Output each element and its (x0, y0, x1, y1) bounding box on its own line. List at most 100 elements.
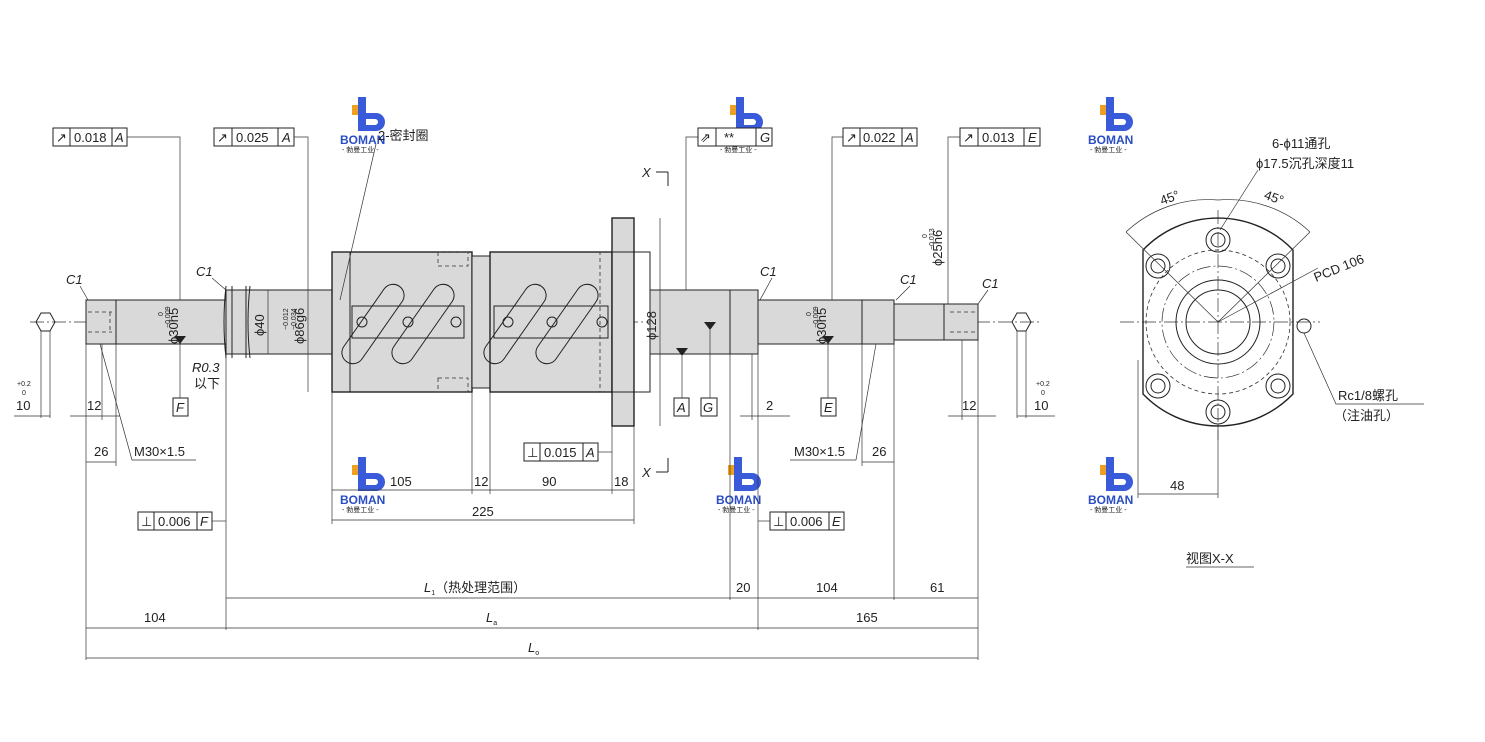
svg-text:↗: ↗ (56, 130, 67, 145)
dim-la: La (486, 610, 497, 627)
svg-text:⊥: ⊥ (773, 514, 784, 529)
dim-lines (14, 331, 1055, 660)
watermark-sub: - 勃曼工业 - (342, 145, 379, 154)
svg-text:0.018: 0.018 (74, 130, 107, 145)
svg-text:0: 0 (922, 234, 929, 238)
dim-left-26: 26 (94, 444, 108, 459)
chamfer-label: C1 (900, 272, 917, 287)
seal-note: 2-密封圈 (378, 128, 429, 143)
section-mark-top: X (641, 165, 652, 180)
dim-l1: L1（热处理范围） (424, 580, 526, 597)
watermark-sub: - 勃曼工业 - (718, 505, 755, 514)
svg-text:A: A (585, 445, 595, 460)
dim-165: 165 (856, 610, 878, 625)
dim-20: 20 (736, 580, 750, 595)
dim-hex-left: 10 (16, 398, 30, 413)
svg-text:A: A (281, 130, 291, 145)
watermark-brand: BOMAN (340, 133, 385, 147)
svg-text:⊥: ⊥ (141, 514, 152, 529)
bolt-hole-icon (1265, 373, 1291, 399)
bolt-hole-icon (1145, 253, 1171, 279)
fcf-frame: ↗ 0.013 E (947, 127, 1041, 304)
svg-text:−0.009: −0.009 (813, 306, 820, 328)
watermark-brand: BOMAN (1088, 133, 1133, 147)
watermark-sub: - 勃曼工业 - (720, 145, 757, 154)
svg-text:0: 0 (158, 312, 165, 316)
svg-text:E: E (832, 514, 841, 529)
svg-text:ϕ40: ϕ40 (252, 314, 267, 336)
dim-48: 48 (1170, 478, 1184, 493)
view-x-x (1120, 169, 1424, 498)
bolt-hole-icon (1205, 227, 1231, 253)
svg-text:0.006: 0.006 (790, 514, 823, 529)
fcf-frame: ⊥ 0.006 E (758, 511, 845, 531)
svg-text:ϕ25h6: ϕ25h6 (930, 230, 945, 266)
datum-box: F (172, 344, 189, 417)
dim-18: 18 (614, 474, 628, 489)
svg-text:ϕ30h5: ϕ30h5 (814, 308, 829, 344)
watermark-logo: BOMAN - 勃曼工业 - (716, 457, 761, 514)
thread-note-left: M30×1.5 (134, 444, 185, 459)
fcf-frame: ⇗ ** G (685, 127, 773, 290)
svg-text:⇗: ⇗ (700, 130, 711, 145)
fcf-frame: ↗ 0.022 A (831, 127, 918, 300)
watermark-sub: - 勃曼工业 - (342, 505, 379, 514)
oil-hole-note: Rc1/8螺孔 (1338, 388, 1398, 403)
svg-text:A: A (676, 400, 686, 415)
chamfer-label: C1 (196, 264, 213, 279)
thread-note-right: M30×1.5 (794, 444, 845, 459)
datum-triangle-icon (822, 336, 834, 344)
dia-d86: ϕ86g6 −0.012 −0.034 (283, 308, 307, 344)
radius-note: R0.3 (192, 360, 220, 375)
svg-text:⊥: ⊥ (527, 445, 538, 460)
dia-d25: ϕ25h6 0 −0.013 (922, 228, 945, 266)
dia-d30-right: ϕ30h5 0 −0.009 (806, 306, 829, 344)
shaft-assembly: X X (30, 165, 1040, 480)
svg-text:↗: ↗ (217, 130, 228, 145)
fcf-frame: ⊥ 0.006 F (137, 511, 226, 531)
svg-text:−0.012: −0.012 (283, 308, 290, 330)
watermark-sub: - 勃曼工业 - (1090, 505, 1127, 514)
svg-text:F: F (200, 514, 209, 529)
dim-tol-up: +0.2 (1036, 381, 1050, 388)
svg-text:ϕ86g6: ϕ86g6 (292, 308, 307, 344)
dim-104-right: 104 (816, 580, 838, 595)
datum-box: G (700, 330, 718, 417)
dim-tol-low: 0 (22, 390, 26, 397)
watermark-sub: - 勃曼工业 - (1090, 145, 1127, 154)
svg-text:↗: ↗ (846, 130, 857, 145)
datum-triangle-icon (174, 336, 186, 344)
svg-text:E: E (824, 400, 833, 415)
bolt-hole-icon (1145, 373, 1171, 399)
watermark-logo: BOMAN - 勃曼工业 - (340, 457, 385, 514)
dim-104-left: 104 (144, 610, 166, 625)
dim-lo: Lo (528, 640, 539, 657)
chamfer-label: C1 (760, 264, 777, 279)
dim-hex-right: 10 (1034, 398, 1048, 413)
dim-tol-up: +0.2 (17, 381, 31, 388)
svg-text:ϕ128: ϕ128 (644, 311, 659, 340)
svg-text:↗: ↗ (963, 130, 974, 145)
dim-12: 12 (474, 474, 488, 489)
svg-text:A: A (904, 130, 914, 145)
watermark-brand: BOMAN (340, 493, 385, 507)
watermark-logo: BOMAN - 勃曼工业 - (340, 97, 385, 154)
watermark-brand: BOMAN (1088, 493, 1133, 507)
watermark-brand: BOMAN (716, 493, 761, 507)
counterbore-note: ϕ17.5沉孔深度11 (1256, 156, 1354, 171)
dim-90: 90 (542, 474, 556, 489)
svg-text:0.013: 0.013 (982, 130, 1015, 145)
svg-text:G: G (703, 400, 713, 415)
dim-tol-low: 0 (1041, 390, 1045, 397)
datum-triangle-icon (704, 322, 716, 330)
dim-right-12: 12 (962, 398, 976, 413)
oil-hole-icon (1296, 318, 1312, 334)
svg-text:E: E (1028, 130, 1037, 145)
angle-label: 45° (1158, 187, 1182, 208)
fcf-frame: ↗ 0.025 A (213, 127, 309, 252)
dim-2: 2 (766, 398, 773, 413)
svg-text:0.015: 0.015 (544, 445, 577, 460)
dim-61: 61 (930, 580, 944, 595)
oil-hole-note-sub: （注油孔） (1334, 408, 1399, 423)
svg-text:A: A (114, 130, 124, 145)
